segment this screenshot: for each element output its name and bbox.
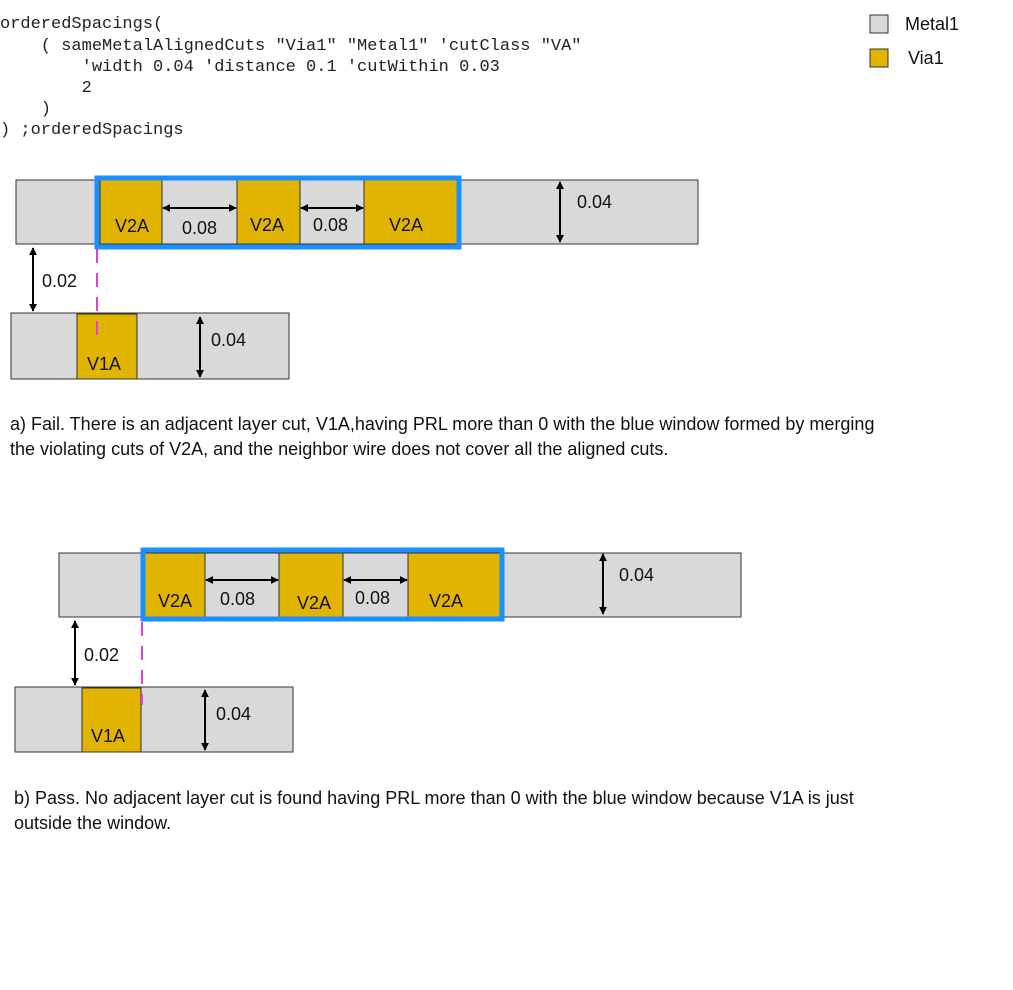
merged-cut-window: [140, 547, 505, 622]
via-cut: [363, 179, 459, 245]
width-label: 0.04: [216, 704, 251, 724]
via-cut: [278, 552, 344, 618]
spacing-label: 0.08: [313, 215, 348, 235]
via-cut: [99, 179, 163, 245]
legend-label-via1: Via1: [908, 48, 944, 68]
via-cut-label: V2A: [429, 591, 463, 611]
width-label: 0.04: [577, 192, 612, 212]
via-cut-label: V2A: [389, 215, 423, 235]
legend-swatch-via1: [869, 48, 889, 68]
code-line: ): [0, 100, 51, 119]
gap-label: 0.02: [84, 645, 119, 665]
caption-line: b) Pass. No adjacent layer cut is found …: [14, 788, 854, 808]
code-line: orderedSpacings(: [0, 15, 163, 34]
code-line: 2: [0, 79, 92, 98]
bottom-metal-wire: [10, 312, 290, 380]
code-line: ) ;orderedSpacings: [0, 121, 184, 140]
via-cut-label: V2A: [250, 215, 284, 235]
legend-label-metal1: Metal1: [905, 14, 959, 34]
adjacent-via-cut: [76, 313, 138, 380]
adjacent-via-label: V1A: [91, 726, 125, 746]
via-cut-label: V2A: [115, 216, 149, 236]
bottom-metal-wire: [14, 686, 294, 753]
legend: Metal1 Via1: [869, 14, 959, 68]
adjacent-via-cut: [81, 687, 142, 753]
spacing-label: 0.08: [182, 218, 217, 238]
caption-line: the violating cuts of V2A, and the neigh…: [10, 439, 668, 459]
spacing-label: 0.08: [355, 588, 390, 608]
via-cut-label: V2A: [158, 591, 192, 611]
adjacent-via-label: V1A: [87, 354, 121, 374]
spacing-label: 0.08: [220, 589, 255, 609]
merged-cut-window: [94, 175, 462, 250]
code-line: 'width 0.04 'distance 0.1 'cutWithin 0.0…: [0, 58, 500, 77]
width-label: 0.04: [211, 330, 246, 350]
caption-line: outside the window.: [14, 813, 171, 833]
width-label: 0.04: [619, 565, 654, 585]
caption-line: a) Fail. There is an adjacent layer cut,…: [10, 414, 874, 434]
gap-label: 0.02: [42, 271, 77, 291]
legend-swatch-metal1: [869, 14, 889, 34]
via-cut-label: V2A: [297, 593, 331, 613]
via-cut: [144, 552, 206, 618]
code-block: orderedSpacings( ( sameMetalAlignedCuts …: [0, 15, 582, 140]
panel-b: V2A V2A V2A 0.08 0.08 0.04 0.02 V1A 0.04…: [14, 547, 854, 833]
code-line: ( sameMetalAlignedCuts "Via1" "Metal1" '…: [0, 37, 582, 56]
panel-a: V2A V2A V2A 0.08 0.08 0.04 0.02 V1A 0.04…: [10, 175, 874, 459]
